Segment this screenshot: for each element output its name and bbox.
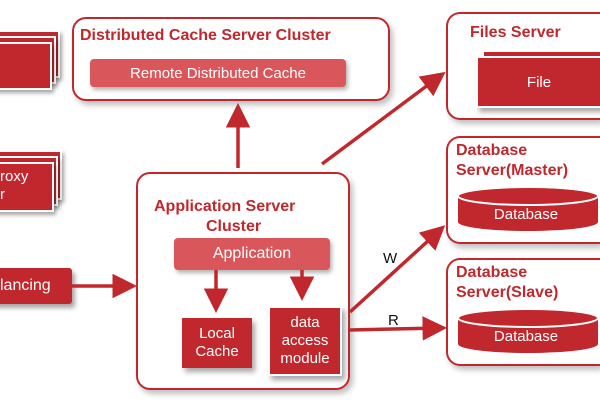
remote-distributed-cache-label: Remote Distributed Cache [130,64,306,82]
db-slave-title-line2: Server(Slave) [456,284,559,301]
left-stack-card-front [0,42,52,90]
db-slave-title-line1: Database [456,264,528,281]
local-cache-label-line2: Cache [195,343,239,360]
arrow-dam-to-slave [349,316,447,341]
db-slave-frame: Database Server(Slave) Database [446,258,600,366]
remote-distributed-cache-box: Remote Distributed Cache [90,59,346,87]
db-master-frame: Database Server(Master) Database [446,136,600,244]
cache-cluster-frame: Distributed Cache Server Cluster Remote … [72,17,390,101]
data-access-module-box: data access module [268,306,342,376]
local-cache-label-line1: Local [199,325,235,342]
db-master-title-line2: Server(Master) [456,162,569,179]
dam-label-line1: data [290,314,320,331]
file-box: File [476,56,600,108]
application-box: Application [174,238,330,270]
db-slave-cylinder-label: Database [493,328,559,345]
write-edge-label: W [383,250,398,267]
arrow-dam-to-master [348,225,446,314]
app-server-frame: Application Server Cluster Application L… [136,172,350,390]
load-balancing-label: lancing [0,277,51,294]
dam-label-line2: access [281,332,329,349]
proxy-label-line2: r [0,186,5,203]
db-master-title-line1: Database [456,142,528,159]
proxy-label-line1: roxy [0,168,29,185]
files-server-frame: Files Server File [446,12,600,120]
db-master-cylinder-label: Database [493,206,559,223]
app-server-title-line2: Cluster [206,218,262,235]
proxy-server-box: roxy r [0,162,54,212]
application-label: Application [212,245,292,262]
read-edge-label: R [388,312,399,329]
cache-cluster-title: Distributed Cache Server Cluster [80,27,331,44]
file-label: File [526,73,552,91]
dam-label-line3: module [280,350,330,367]
local-cache-box: Local Cache [182,318,252,368]
arrow-app-to-files [320,71,446,166]
files-server-title: Files Server [470,24,561,41]
db-slave-cylinder [457,308,599,353]
app-server-title-line1: Application Server [154,198,296,215]
db-master-cylinder [457,186,599,231]
load-balancing-box: lancing [0,268,72,304]
